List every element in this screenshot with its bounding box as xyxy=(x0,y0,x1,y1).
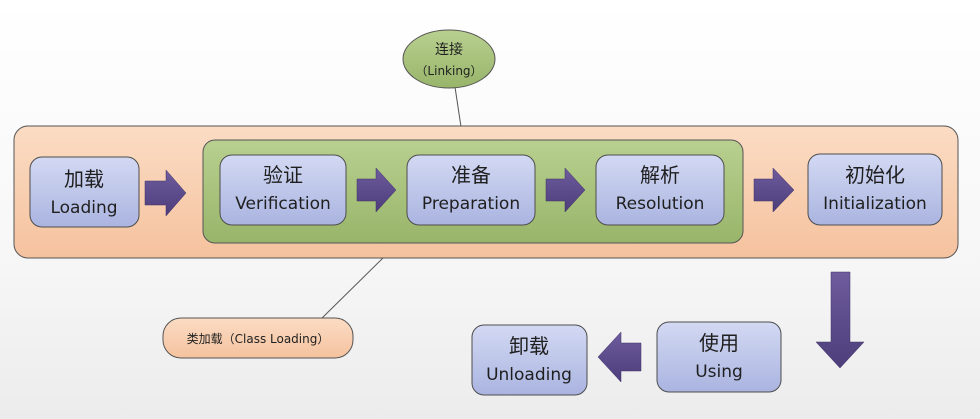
stage-preparation-zh: 准备 xyxy=(451,163,491,187)
linking-callout: 连接 （Linking） xyxy=(402,29,496,89)
arrow-verification-to-preparation-icon xyxy=(356,167,397,213)
arrow-using-to-unloading-icon xyxy=(597,331,642,383)
class-loading-callout-label: 类加载（Class Loading） xyxy=(187,332,330,346)
stage-preparation: 准备 Preparation xyxy=(406,154,536,226)
stage-resolution-en: Resolution xyxy=(616,194,705,214)
stage-verification-en: Verification xyxy=(235,194,331,214)
stage-resolution: 解析 Resolution xyxy=(595,154,725,226)
arrow-linking-to-initialization-icon xyxy=(753,167,795,213)
stage-verification-zh: 验证 xyxy=(263,163,303,187)
stage-initialization-en: Initialization xyxy=(823,194,927,214)
arrow-loading-to-linking-icon xyxy=(144,169,187,217)
stage-using-en: Using xyxy=(695,362,743,382)
class-loading-connector-line xyxy=(317,257,384,323)
arrow-initialization-to-using-icon xyxy=(815,271,865,369)
stage-using: 使用 Using xyxy=(656,321,782,393)
stage-preparation-en: Preparation xyxy=(422,194,520,214)
stage-initialization-zh: 初始化 xyxy=(845,163,905,187)
stage-loading-zh: 加载 xyxy=(64,167,104,191)
stage-unloading-zh: 卸载 xyxy=(509,334,549,358)
stage-unloading: 卸载 Unloading xyxy=(471,324,588,396)
arrow-preparation-to-resolution-icon xyxy=(545,167,586,213)
stage-resolution-zh: 解析 xyxy=(640,163,680,187)
stage-initialization: 初始化 Initialization xyxy=(807,153,943,226)
stage-loading-en: Loading xyxy=(50,198,117,218)
linking-callout-zh: 连接 xyxy=(435,41,463,58)
stage-unloading-en: Unloading xyxy=(486,365,572,385)
class-loading-callout: 类加载（Class Loading） xyxy=(162,317,354,359)
stage-verification: 验证 Verification xyxy=(219,154,347,226)
stage-using-zh: 使用 xyxy=(699,331,739,355)
stage-loading: 加载 Loading xyxy=(29,156,140,228)
linking-callout-en: （Linking） xyxy=(415,64,482,78)
